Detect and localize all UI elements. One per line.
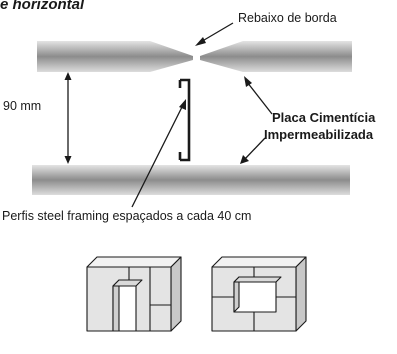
profile-arrow <box>131 99 186 208</box>
top-board-right <box>200 41 352 72</box>
profiles-label: Perfis steel framing espaçados a cada 40… <box>2 209 252 223</box>
bottom-board <box>32 165 350 195</box>
panel-window-opening <box>211 256 307 332</box>
section-title: e horizontal <box>0 0 85 13</box>
board-arrow-bottom <box>240 137 266 164</box>
dimension-arrow <box>64 72 72 164</box>
board-label-line2: Impermeabilizada <box>264 127 374 142</box>
panel-door-opening <box>86 256 182 332</box>
board-label-line1: Placa Cimentícia <box>272 110 376 125</box>
dimension-label: 90 mm <box>3 99 42 113</box>
steel-profile <box>180 78 191 162</box>
board-arrow-top <box>244 76 273 115</box>
edge-recess-arrow <box>195 22 234 46</box>
top-board-left <box>37 41 193 72</box>
edge-recess-label: Rebaixo de borda <box>238 11 337 25</box>
